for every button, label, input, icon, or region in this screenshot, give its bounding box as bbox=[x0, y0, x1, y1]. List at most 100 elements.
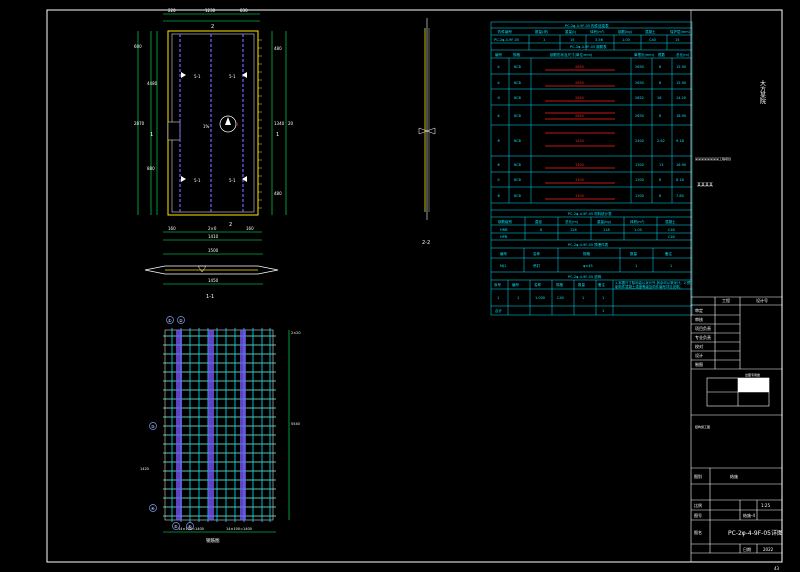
table-main-r6: 15 bbox=[675, 38, 679, 42]
notes-r4: 1 bbox=[582, 296, 584, 300]
table-main-r2: 15 bbox=[570, 38, 574, 42]
tb-scale-value: 1:25 bbox=[761, 503, 770, 508]
rebar-row-n: 8 bbox=[659, 114, 661, 118]
notes-h2: 名称 bbox=[534, 282, 542, 287]
table-rebar-title: PC-2φ-4-9F-05 钢筋表 bbox=[570, 44, 607, 49]
embed-h0: 编号 bbox=[500, 251, 508, 256]
material-r1c0: HPB bbox=[500, 235, 508, 239]
table-main-r4: 1.00 bbox=[622, 38, 630, 42]
material-r0c4: 1.00 bbox=[634, 228, 642, 232]
plan-dim-bottom-3: 160 bbox=[246, 226, 254, 231]
plan-dim-bottom-1: 160 bbox=[168, 226, 176, 231]
rebar-label-3: ③ bbox=[151, 424, 155, 429]
lift-point-icon bbox=[242, 72, 247, 78]
rebar-row-spec: 8C8 bbox=[514, 139, 521, 143]
material-r1c5: C40 bbox=[668, 235, 675, 239]
plan-dim-right-2: 1340 bbox=[274, 121, 285, 126]
notes-r2: 1.000 bbox=[535, 296, 545, 300]
tb-no-value: 结施-4 bbox=[743, 512, 755, 518]
rebar-row-shape: 1450 bbox=[575, 139, 584, 143]
table-material-title: PC-2φ-4-9F-05 材料统计表 bbox=[568, 211, 612, 216]
rebar-row-n: 8 bbox=[659, 178, 661, 182]
notes-r0: 1 bbox=[497, 296, 499, 300]
table-main-r5: C40 bbox=[649, 38, 656, 42]
rebar-row-len: 2650 bbox=[635, 81, 644, 85]
sec11-dim-1: 1500 bbox=[208, 248, 219, 253]
rebar-row-shape: 2650 bbox=[575, 114, 584, 118]
rebar-row-shape: 2650 bbox=[575, 65, 584, 69]
plan-center-mark: 3 bbox=[236, 122, 239, 127]
tb-row-4: 专业负责 bbox=[695, 334, 711, 340]
table-main-h1: 数量(块) bbox=[535, 29, 549, 34]
table-main-h5: 混凝土 bbox=[645, 29, 656, 34]
tb-misc: 结构施工图 bbox=[695, 424, 710, 429]
rebar-label-2: ② bbox=[179, 318, 183, 323]
section-mark-2a: 2 bbox=[211, 24, 214, 30]
lift-point-icon bbox=[181, 72, 186, 78]
rebar-row-total: 8.16 bbox=[676, 178, 684, 182]
rebar-row-total: 15.90 bbox=[676, 65, 686, 69]
embed-h4: 备注 bbox=[665, 251, 673, 256]
notes-r1: 1 bbox=[517, 296, 519, 300]
section-mark-1b: 1 bbox=[276, 132, 279, 138]
rebar-row-spec: 8C8 bbox=[514, 96, 521, 100]
rebar-row-total: 15.90 bbox=[676, 81, 686, 85]
rebar-row-shape: 2650 bbox=[575, 81, 584, 85]
table-main-h6: 保护层(mm) bbox=[670, 29, 691, 34]
page-number: 43 bbox=[774, 566, 780, 571]
embed-r3: 1 bbox=[635, 264, 637, 268]
rebar-side-dim-1: 2×20 bbox=[291, 331, 301, 335]
material-h1: 直径 bbox=[535, 219, 543, 224]
rebar-row-id: ⑧ bbox=[497, 194, 501, 198]
material-r0c2: 126 bbox=[570, 228, 577, 232]
rebar-label-4: ④ bbox=[151, 506, 155, 511]
notes-total-label: 合计 bbox=[495, 308, 503, 313]
rebar-row-shape: 1300 bbox=[575, 163, 584, 167]
table-lower-text: PC-2φ-4-9F-05 材料统计表 钢筋级别 直径 总长(m) 重量(kg)… bbox=[494, 211, 676, 313]
table-rebar-rows: ① 8C8 2650 2650 8 15.90 ② 8C8 2650 2650 … bbox=[497, 65, 686, 198]
tb-row-1: 审定 bbox=[695, 307, 703, 313]
plan-dim-right-4: 20 bbox=[288, 121, 294, 126]
table-rebar-h3: 单根长(mm) bbox=[634, 52, 655, 57]
rebar-side-dim-2: 5540 bbox=[291, 422, 300, 426]
rebar-row-id: ② bbox=[497, 81, 500, 85]
tb-row-3: 项目负责 bbox=[695, 325, 711, 331]
plan-dim-left-1: 600 bbox=[134, 44, 142, 49]
tables bbox=[490, 21, 693, 316]
rebar-row-id: ⑥ bbox=[497, 163, 501, 167]
stamp-label: 出图专用章 bbox=[745, 372, 760, 377]
slab-outline bbox=[167, 30, 259, 216]
rebar-row-id: ③ bbox=[497, 96, 500, 100]
material-r0c0: HRB bbox=[500, 228, 508, 232]
tb-row-7: 制图 bbox=[695, 361, 703, 367]
rebar-shapes bbox=[545, 69, 615, 200]
notes-text: 1.本图尺寸除标高以米计外,其余均以毫米计。2.预制构件混凝土强度等级及构件编号… bbox=[615, 281, 691, 289]
material-h5: 混凝土 bbox=[665, 219, 676, 224]
material-h2: 总长(m) bbox=[565, 219, 579, 224]
notes-h5: 备注 bbox=[598, 282, 606, 287]
section-1-1: 1500 1450 1-1 bbox=[144, 248, 279, 300]
material-h4: 体积(m³) bbox=[630, 219, 645, 224]
rebar-title: 钢筋图 bbox=[206, 537, 220, 544]
table-rebar-h0: 编号 bbox=[495, 52, 503, 57]
material-r0c1: 8 bbox=[540, 228, 542, 232]
company-name: 大方某院 bbox=[759, 79, 766, 105]
rebar-row-len: 1300 bbox=[635, 178, 644, 182]
plan-dim-top-2: 1230 bbox=[205, 8, 216, 13]
notes-h1: 编号 bbox=[512, 282, 520, 287]
rebar-label-6: ⑥ bbox=[188, 524, 192, 529]
rebar-row-n: 6 bbox=[659, 194, 661, 198]
material-h0: 钢筋级别 bbox=[498, 219, 512, 224]
table-main-h0: 构件编号 bbox=[498, 29, 512, 34]
project-small: 某某某某某某某某工程项目 bbox=[695, 156, 731, 161]
sheet-frame bbox=[46, 9, 783, 563]
table-main-r0: PC-2φ-4-9F-05 bbox=[494, 38, 519, 42]
rebar-row-shape: 2650 bbox=[575, 96, 584, 100]
title-block bbox=[690, 10, 782, 562]
project-name: 某某某某 bbox=[697, 181, 713, 187]
plan-dim-top-3: 830 bbox=[240, 8, 248, 13]
plan-view: 2 20 1230 830 bbox=[134, 8, 294, 241]
rebar-row-total: 16.90 bbox=[676, 163, 686, 167]
rebar-row-len: 2652 bbox=[635, 96, 644, 100]
notes-h3: 规格 bbox=[556, 282, 564, 287]
